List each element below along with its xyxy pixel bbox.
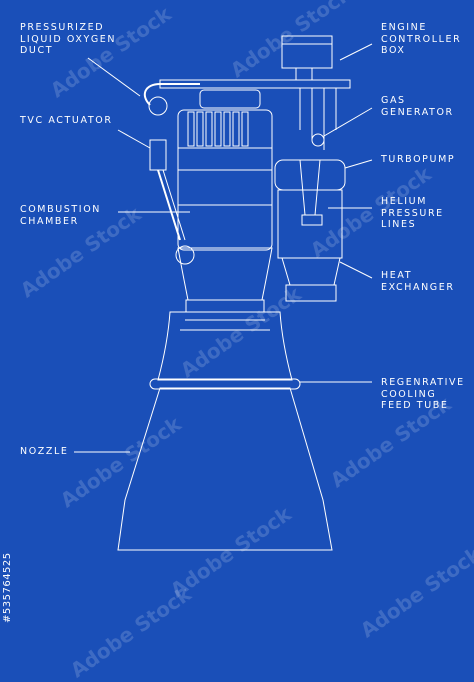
label-heat-exchanger: HEAT EXCHANGER xyxy=(381,270,455,293)
label-combustion-chamber: COMBUSTION CHAMBER xyxy=(20,204,101,227)
label-gas-generator: GAS GENERATOR xyxy=(381,95,454,118)
nozzle-outline xyxy=(117,387,333,551)
label-turbopump: TURBOPUMP xyxy=(381,154,456,165)
heat-exchanger xyxy=(281,257,341,286)
tvc-actuator xyxy=(149,139,167,171)
lox-duct xyxy=(143,83,200,106)
leader-turbopump xyxy=(344,159,373,169)
leader-heat xyxy=(339,261,373,279)
combustion-chamber xyxy=(177,109,273,251)
throat xyxy=(177,247,273,301)
label-nozzle: NOZZLE xyxy=(20,446,69,457)
engine-controller-box xyxy=(281,35,333,69)
label-pressurized-lox-duct: PRESSURIZED LIQUID OXYGEN DUCT xyxy=(20,22,117,56)
leader-controller xyxy=(339,43,373,61)
label-tvc-actuator: TVC ACTUATOR xyxy=(20,115,113,126)
injector-fins xyxy=(187,111,249,147)
regenerative-cooling-ring xyxy=(149,378,301,390)
nozzle-bell xyxy=(157,311,293,381)
label-helium-pressure-lines: HELIUM PRESSURE LINES xyxy=(381,196,444,230)
turbopump xyxy=(274,159,346,191)
label-regenerative-cooling-feed-tube: REGENRATIVE COOLING FEED TUBE xyxy=(381,377,465,411)
leader-lox xyxy=(87,57,141,97)
label-engine-controller-box: ENGINE CONTROLLER BOX xyxy=(381,22,462,56)
leader-gas xyxy=(323,107,373,137)
leader-tvc xyxy=(117,129,151,149)
gas-generator xyxy=(299,88,337,150)
stock-id: #535764525 xyxy=(2,515,22,625)
stock-id-text: #535764525 xyxy=(2,552,13,623)
